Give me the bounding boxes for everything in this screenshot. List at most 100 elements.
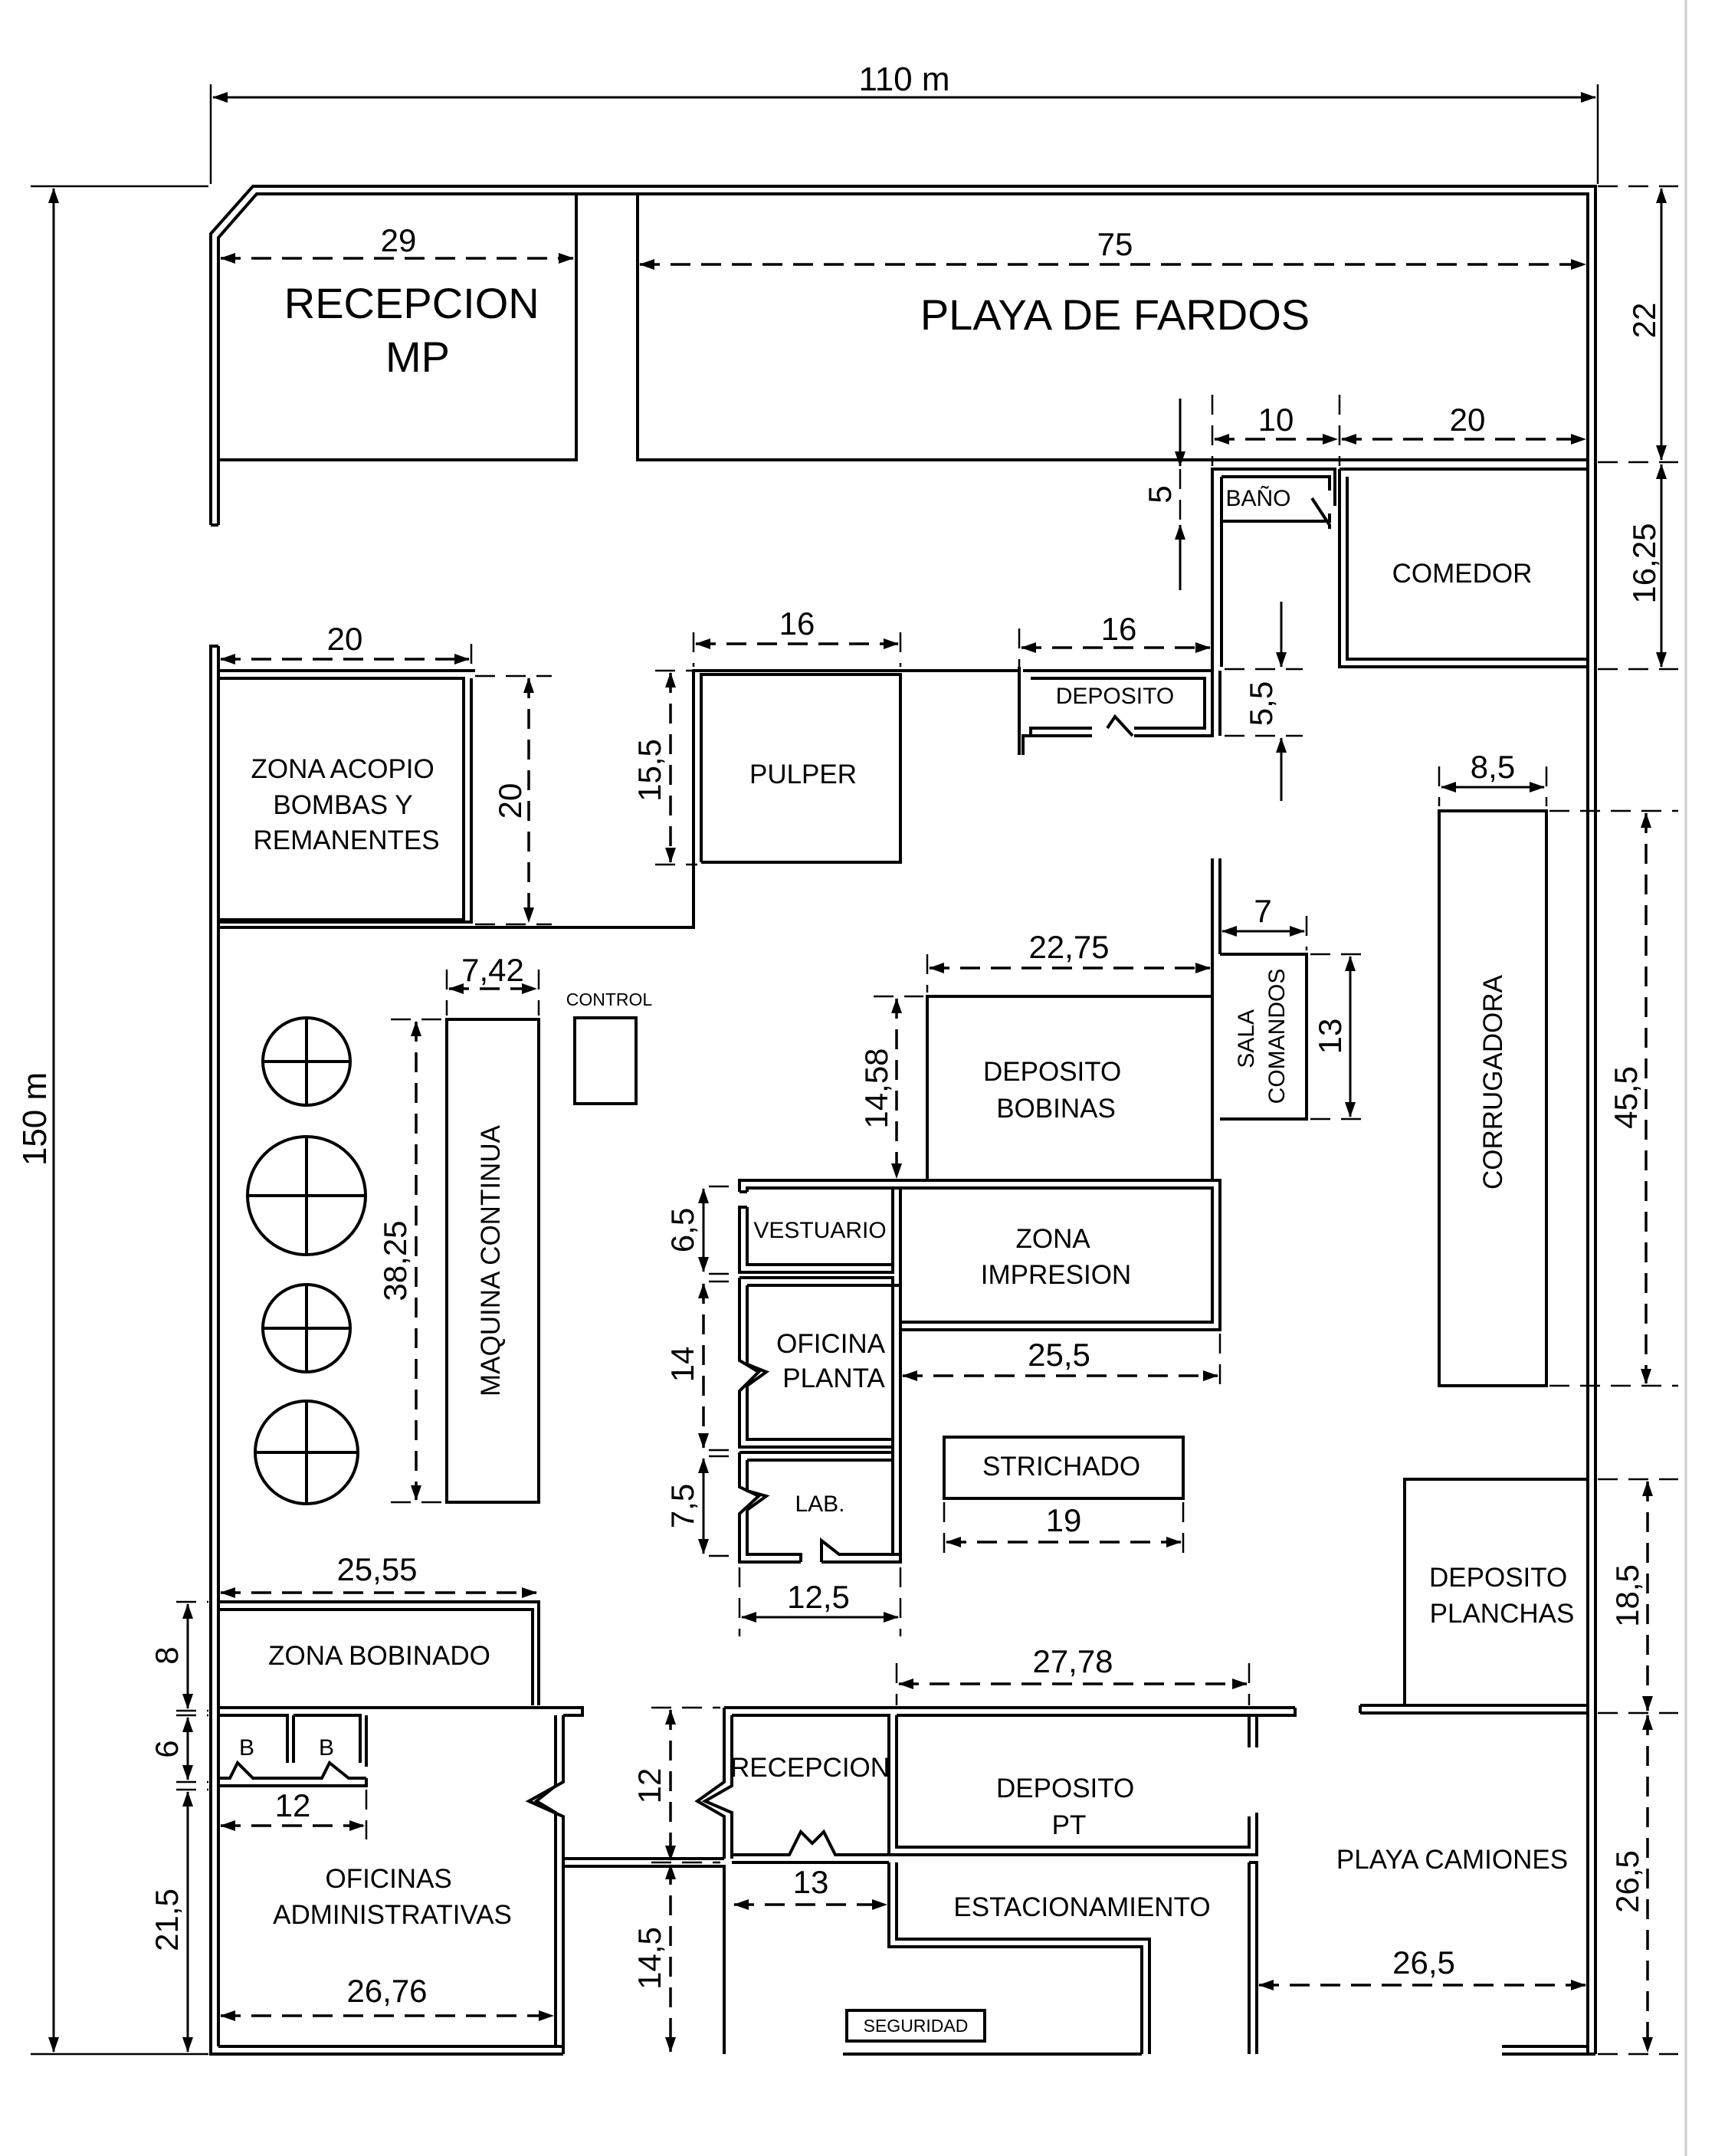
- playa-camiones-height: 26,5: [1609, 1850, 1645, 1913]
- deposito-pt-line2: PT: [1052, 1810, 1087, 1840]
- bano-height: 5: [1142, 485, 1178, 503]
- lab-label: LAB.: [795, 1491, 844, 1517]
- comedor-label: COMEDOR: [1392, 559, 1533, 589]
- deposito-planchas-label: DEPOSITO PLANCHAS: [1429, 1563, 1575, 1629]
- room-recepcion: RECEPCION DEPOSITO PT 27,78 12 14,5: [563, 1643, 1297, 2054]
- pulper-label: PULPER: [749, 760, 857, 789]
- recepcion-mp-width: 29: [381, 222, 417, 258]
- room-corrugadora: CORRUGADORA 8,5 45,5: [1438, 749, 1678, 1387]
- corrugadora-label: CORRUGADORA: [1478, 974, 1508, 1190]
- playa-fardos-height: 22: [1626, 303, 1662, 339]
- zona-bobinado-height: 8: [149, 1646, 185, 1664]
- pulper-vessel-2: [246, 1135, 367, 1256]
- room-recepcion-mp: 29 RECEPCION MP: [218, 194, 1588, 461]
- deposito-top-label: DEPOSITO: [1056, 684, 1174, 709]
- room-oficinas-administrativas: OFICINAS ADMINISTRATIVAS 26,76 21,5: [149, 1715, 565, 2054]
- room-vestuario-impresion-oficina-lab: VESTUARIO ZONA IMPRESION OFICINA PLANTA …: [664, 1179, 1221, 1636]
- oficina-planta-height: 14: [664, 1347, 700, 1383]
- comedor-height: 16,25: [1626, 523, 1662, 603]
- oficinas-line2: ADMINISTRATIVAS: [273, 1900, 512, 1930]
- corrugadora-width: 8,5: [1471, 749, 1515, 785]
- zona-bobinado-width: 25,55: [336, 1551, 417, 1587]
- zona-impresion-line1: ZONA: [1015, 1224, 1090, 1254]
- banos-width: 12: [275, 1787, 311, 1823]
- room-pulper: PULPER 16 15,5: [631, 605, 902, 866]
- room-sala-comandos: SALA COMANDOS 7 13: [1220, 893, 1372, 1121]
- playa-camiones-label: PLAYA CAMIONES: [1336, 1845, 1568, 1875]
- deposito-bobinas-label: DEPOSITO BOBINAS: [983, 1057, 1129, 1124]
- deposito-bobinas-line2: BOBINAS: [996, 1094, 1116, 1124]
- pulper-vessel-4: [254, 1400, 359, 1505]
- deposito-planchas-line2: PLANCHAS: [1430, 1599, 1575, 1629]
- zona-acopio-width: 20: [327, 621, 363, 657]
- overall-width-label: 110 m: [858, 61, 949, 98]
- playa-camiones-width: 26,5: [1392, 1944, 1455, 1980]
- zona-impresion-label: ZONA IMPRESION: [981, 1224, 1131, 1290]
- sala-comandos-height: 13: [1312, 1019, 1348, 1055]
- playa-fardos-label: PLAYA DE FARDOS: [920, 290, 1310, 339]
- vestuario-label: VESTUARIO: [753, 1218, 886, 1243]
- estacionamiento-label: ESTACIONAMIENTO: [953, 1892, 1210, 1922]
- outer-walls: [209, 185, 1597, 2056]
- pulper-height: 15,5: [631, 739, 667, 802]
- oficinas-line1: OFICINAS: [325, 1864, 451, 1894]
- bano-width: 10: [1258, 402, 1294, 438]
- recepcion-label: RECEPCION: [730, 1753, 890, 1783]
- vestuario-height: 6,5: [664, 1208, 700, 1252]
- oficina-planta-line1: OFICINA: [776, 1329, 886, 1359]
- deposito-top-width: 16: [1101, 611, 1137, 647]
- control-label: CONTROL: [566, 989, 653, 1009]
- banos-height: 6: [149, 1740, 185, 1757]
- strichado-label: STRICHADO: [982, 1452, 1140, 1482]
- room-zona-bobinado: ZONA BOBINADO 25,55 8: [149, 1551, 540, 1712]
- deposito-planchas-height: 18,5: [1609, 1564, 1645, 1627]
- maquina-continua-label: MAQUINA CONTINUA: [476, 1124, 506, 1396]
- seguridad-label: SEGURIDAD: [864, 2016, 969, 2036]
- room-playa-de-fardos: 75 PLAYA DE FARDOS 22: [639, 185, 1678, 464]
- pulper-vessel-3: [261, 1283, 352, 1373]
- zona-acopio-label: ZONA ACOPIO BOMBAS Y REMANENTES: [251, 754, 442, 855]
- recepcion-mp-line1: RECEPCION: [284, 279, 539, 327]
- deposito-bobinas-width: 22,75: [1028, 929, 1109, 965]
- deposito-pt-label: DEPOSITO PT: [996, 1774, 1142, 1840]
- zona-impresion-line2: IMPRESION: [981, 1260, 1131, 1290]
- sala-comandos-width: 7: [1254, 893, 1271, 929]
- oficinas-width: 26,76: [346, 1973, 427, 2009]
- room-maquina-continua: MAQUINA CONTINUA 7,42 38,25: [246, 952, 653, 1505]
- room-estacionamiento: ESTACIONAMIENTO 13 SEGURIDAD: [733, 1861, 1258, 2054]
- bano-b1-label: B: [239, 1735, 254, 1761]
- bano-b2-label: B: [319, 1735, 334, 1761]
- sala-comandos-line1: SALA: [1234, 1009, 1259, 1068]
- zona-impresion-width: 25,5: [1028, 1337, 1090, 1373]
- deposito-top-height: 5,5: [1243, 681, 1279, 726]
- room-playa-camiones: PLAYA CAMIONES 26,5 26,5: [1258, 1715, 1678, 2056]
- pulper-vessel-1: [261, 1016, 352, 1107]
- sala-comandos-label: SALA COMANDOS: [1234, 969, 1290, 1104]
- oficinas-administrativas-label: OFICINAS ADMINISTRATIVAS: [273, 1864, 512, 1930]
- overall-dimensions: 110 m 150 m: [16, 61, 1599, 2056]
- deposito-pt-width: 27,78: [1032, 1643, 1113, 1679]
- oficinas-height: 21,5: [149, 1889, 185, 1951]
- estac-height: 14,5: [631, 1927, 667, 1990]
- strichado-width: 19: [1046, 1502, 1082, 1538]
- deposito-bobinas-line1: DEPOSITO: [983, 1057, 1121, 1087]
- recepcion-height: 12: [631, 1768, 667, 1804]
- room-deposito-top: DEPOSITO 16 5,5: [1018, 602, 1303, 801]
- sala-comandos-line2: COMANDOS: [1264, 969, 1290, 1104]
- estac-width: 13: [793, 1864, 829, 1900]
- room-strichado: STRICHADO 19: [943, 1436, 1185, 1556]
- maquina-width: 7,42: [461, 952, 524, 988]
- corrugadora-height: 45,5: [1608, 1066, 1644, 1129]
- room-zona-acopio: ZONA ACOPIO BOMBAS Y REMANENTES 20 20: [218, 621, 1019, 929]
- maquina-height: 38,25: [377, 1220, 413, 1301]
- lab-height: 7,5: [664, 1484, 700, 1528]
- deposito-planchas-line1: DEPOSITO: [1429, 1563, 1567, 1593]
- comedor-width: 20: [1450, 402, 1486, 438]
- lab-width: 12,5: [787, 1579, 850, 1615]
- playa-fardos-width: 75: [1097, 226, 1133, 262]
- bano-label: BAÑO: [1225, 485, 1290, 511]
- overall-height-label: 150 m: [16, 1072, 54, 1166]
- zona-acopio-line1: ZONA ACOPIO: [251, 754, 434, 784]
- oficina-planta-label: OFICINA PLANTA: [776, 1329, 891, 1393]
- recepcion-mp-line2: MP: [385, 333, 450, 381]
